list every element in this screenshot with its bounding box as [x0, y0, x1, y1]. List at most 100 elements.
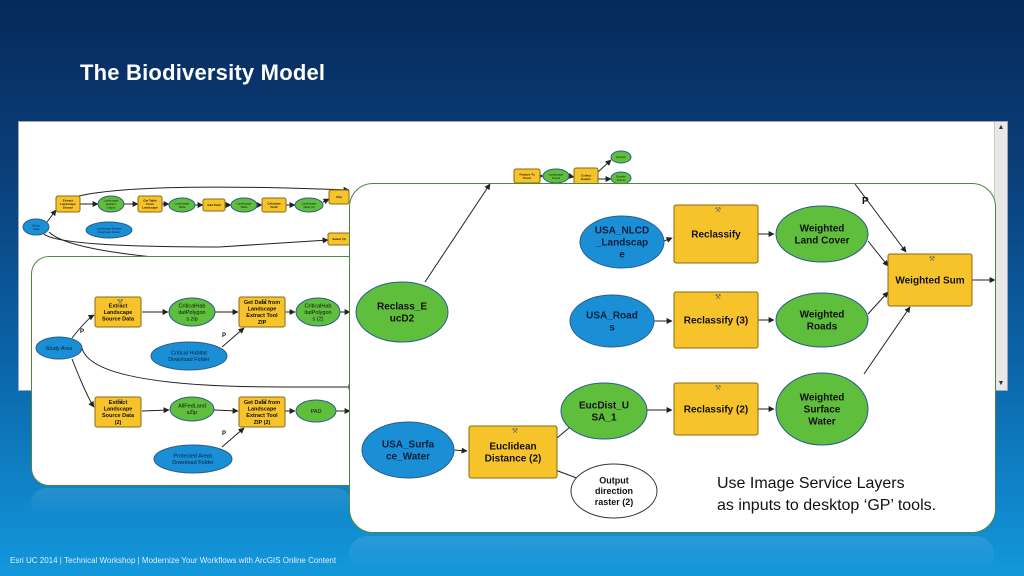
node-label: Extract Tool	[246, 413, 278, 419]
scroll-up-arrow-icon[interactable]: ▲	[997, 124, 1005, 131]
connector-arrow	[221, 427, 245, 448]
node-label: CriticalHab	[179, 303, 206, 309]
weighted-sum-node[interactable]: ⚒Weighted Sum	[887, 253, 973, 307]
node-label: Weighted Sum	[895, 276, 964, 287]
node-label: Landscape Extract	[97, 226, 122, 230]
node-label: Extract	[106, 202, 116, 206]
pad-node[interactable]: PAD	[295, 399, 337, 423]
connector-arrow	[854, 184, 907, 253]
bg-select-node[interactable]: Select (4)	[327, 232, 351, 246]
tool-hammer-icon: ⚒	[261, 398, 267, 406]
node-label: Table	[178, 205, 186, 209]
node-label: CriticalHab	[305, 303, 332, 309]
tool-hammer-icon: ⚒	[715, 206, 721, 214]
node-label: Landscape	[142, 206, 158, 210]
tool-hammer-icon: ⚒	[117, 298, 123, 306]
node-label: Clip	[336, 195, 342, 199]
node-label: Download Folder	[168, 357, 210, 363]
connector-arrow	[71, 314, 95, 339]
node-label: Table	[240, 205, 248, 209]
reclassify-3-node[interactable]: ⚒Reclassify (3)	[673, 291, 759, 349]
bg-out6-node[interactable]: Events	[610, 150, 632, 164]
node-label: Landscape	[248, 307, 277, 313]
node-label: Download Folder	[98, 230, 121, 234]
usa-nlcd-node[interactable]: USA_NLCD_Landscape	[579, 215, 665, 269]
node-label: Get Data from	[244, 300, 280, 306]
node-label: Landscape	[60, 202, 76, 206]
node-label: Land Cover	[794, 236, 849, 247]
node-label: Field	[270, 205, 277, 209]
node-label: Landscape	[302, 201, 317, 205]
scroll-down-arrow-icon[interactable]: ▼	[997, 380, 1005, 387]
caption-line: as inputs to desktop ‘GP’ tools.	[717, 497, 936, 514]
node-label: Critical Habitat	[171, 351, 207, 357]
connector-arrow	[424, 184, 491, 283]
node-label: raster (2)	[595, 497, 634, 507]
node-label: EucDist_U	[579, 401, 629, 412]
node-label: sZip	[187, 410, 197, 416]
connector-arrow	[71, 358, 95, 408]
node-label: Landscape	[104, 310, 133, 316]
bg-clip-node[interactable]: Clip	[328, 189, 350, 205]
connector-arrow	[453, 447, 468, 454]
usa-roads-node[interactable]: USA_Roads	[569, 294, 655, 348]
weighting-model-canvas: USA_NLCD_Landscape⚒Reclassify WeightedLan…	[355, 184, 995, 519]
tool-hammer-icon: ⚒	[512, 427, 518, 435]
node-label: Output	[599, 475, 629, 485]
connector-arrow	[43, 233, 329, 248]
parameter-label: P	[80, 329, 84, 335]
node-label: Extract Tool	[246, 313, 278, 319]
node-label: e	[619, 250, 625, 261]
connector-arrow	[78, 186, 350, 197]
node-label: direction	[595, 486, 633, 496]
node-label: ce_Water	[386, 452, 430, 463]
reclassify-node[interactable]: ⚒Reclassify	[673, 204, 759, 264]
parameter-label: P	[862, 196, 869, 207]
node-label: PAD	[311, 409, 322, 415]
node-label: Surface	[804, 405, 841, 416]
study-area-node[interactable]: Study Area	[35, 336, 83, 360]
usa-surface-water-node[interactable]: USA_Surface_Water	[361, 421, 455, 479]
reclassify-2-node[interactable]: ⚒Reclassify (2)	[673, 382, 759, 436]
eucdist-usa-1-node[interactable]: EucDist_USA_1	[560, 382, 648, 440]
node-label: Weighted	[800, 224, 845, 235]
node-label: s	[609, 323, 615, 334]
node-label: Extract	[109, 400, 128, 406]
bg-add-node[interactable]: Add Field	[202, 198, 226, 212]
node-label: Reclass_E	[377, 302, 427, 313]
node-label: Source Data	[102, 413, 135, 419]
node-label: Select (4)	[332, 237, 345, 241]
node-label: itatPolygon	[178, 310, 205, 316]
connector-arrow	[867, 291, 889, 315]
footer-text: Esri UC 2014 | Technical Workshop | Mode…	[10, 556, 337, 565]
